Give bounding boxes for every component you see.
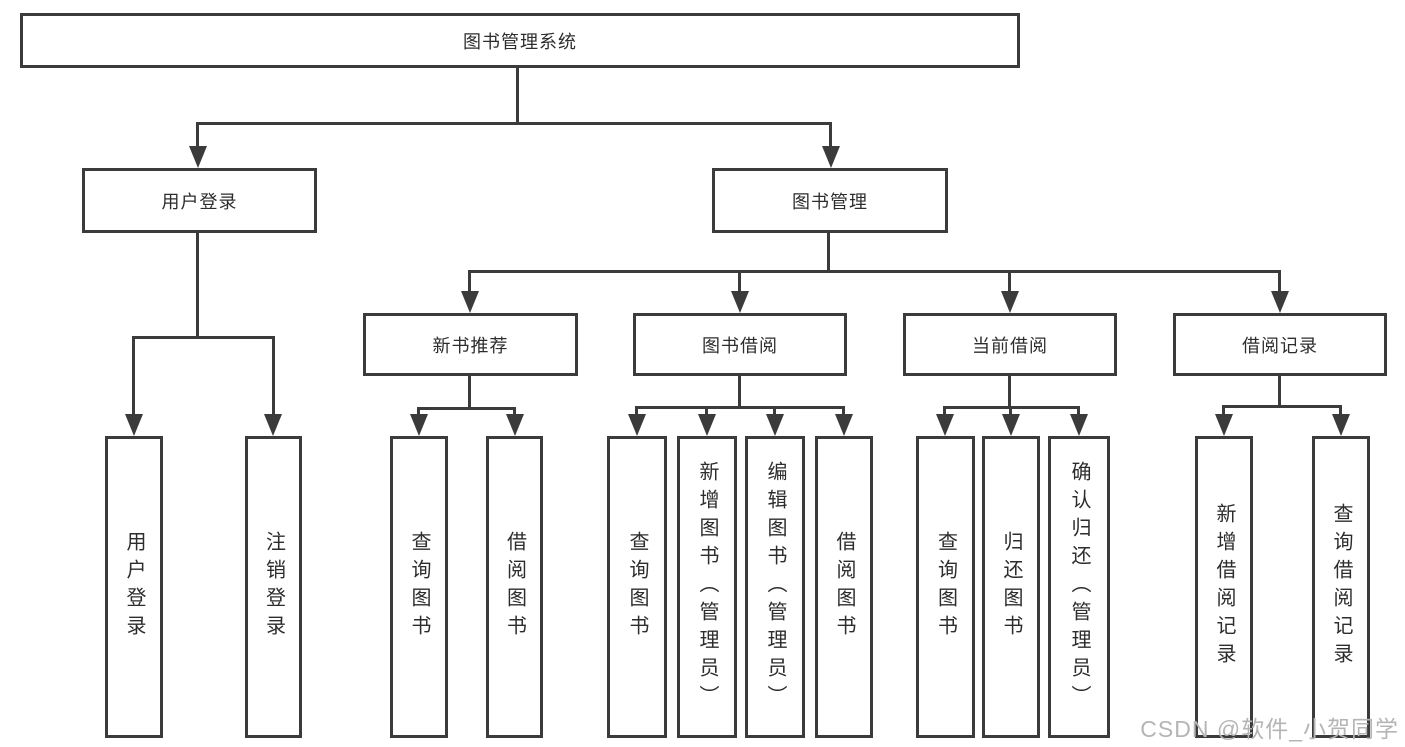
leaf-label: 借阅图书 <box>503 531 526 643</box>
connector-vline <box>827 233 830 273</box>
node-library-management-system: 图书管理系统 <box>20 13 1020 68</box>
node-label: 当前借阅 <box>972 335 1048 356</box>
arrow-down-icon <box>461 291 479 313</box>
leaf-label: 借阅图书 <box>833 531 855 643</box>
connector-vline <box>468 270 471 296</box>
connector-vline <box>196 122 199 152</box>
leaf-label: 查询图书 <box>408 531 430 643</box>
arrow-down-icon <box>410 414 428 436</box>
node-label: 借阅记录 <box>1242 335 1318 356</box>
connector-vline <box>1278 270 1281 296</box>
leaf-query-books-borrowing: 查询图书 <box>607 436 667 738</box>
arrow-down-icon <box>506 414 524 436</box>
node-user-login: 用户登录 <box>82 168 317 233</box>
arrow-down-icon <box>1001 291 1019 313</box>
arrow-down-icon <box>1215 414 1233 436</box>
connector-vline <box>468 376 471 410</box>
connector-vline <box>1222 405 1225 422</box>
node-current-borrowing: 当前借阅 <box>903 313 1117 376</box>
connector-hline <box>196 122 832 125</box>
node-borrowing-records: 借阅记录 <box>1173 313 1387 376</box>
arrow-down-icon <box>189 146 207 168</box>
leaf-label: 确认归还（管理员） <box>1068 461 1090 713</box>
leaf-label: 查询借阅记录 <box>1330 503 1352 671</box>
connector-vline <box>196 233 199 336</box>
arrow-down-icon <box>1332 414 1350 436</box>
leaf-borrow-books-recommendation: 借阅图书 <box>486 436 543 738</box>
leaf-add-books-admin: 新增图书（管理员） <box>677 436 737 738</box>
arrow-down-icon <box>698 414 716 436</box>
arrow-down-icon <box>1002 414 1020 436</box>
node-label: 用户登录 <box>161 191 238 212</box>
leaf-label: 用户登录 <box>123 531 145 643</box>
connector-hline <box>635 406 845 409</box>
arrow-down-icon <box>628 414 646 436</box>
connector-vline <box>272 336 275 418</box>
leaf-label: 查询图书 <box>934 531 957 643</box>
leaf-label: 新增借阅记录 <box>1213 503 1235 671</box>
leaf-label: 新增图书（管理员） <box>696 461 718 713</box>
leaf-return-books: 归还图书 <box>982 436 1040 738</box>
connector-vline <box>132 336 135 418</box>
connector-vline <box>1008 270 1011 296</box>
node-new-book-recommendation: 新书推荐 <box>363 313 578 376</box>
connector-hline <box>132 336 274 339</box>
leaf-label: 查询图书 <box>626 531 648 643</box>
leaf-label: 归还图书 <box>1000 531 1022 643</box>
arrow-down-icon <box>835 414 853 436</box>
connector-vline <box>829 122 832 152</box>
leaf-logout: 注销登录 <box>245 436 302 738</box>
node-label: 图书管理 <box>792 191 868 212</box>
arrow-down-icon <box>731 291 749 313</box>
node-book-borrowing: 图书借阅 <box>633 313 847 376</box>
leaf-query-books-current: 查询图书 <box>916 436 975 738</box>
leaf-edit-books-admin: 编辑图书（管理员） <box>745 436 805 738</box>
leaf-query-borrow-record: 查询借阅记录 <box>1312 436 1370 738</box>
node-label: 图书借阅 <box>702 335 778 356</box>
connector-vline <box>738 376 741 409</box>
leaf-confirm-return-admin: 确认归还（管理员） <box>1048 436 1110 738</box>
leaf-add-borrow-record: 新增借阅记录 <box>1195 436 1253 738</box>
node-label: 新书推荐 <box>432 335 509 356</box>
csdn-watermark: CSDN @软件_小贺同学 <box>1140 716 1399 742</box>
arrow-down-icon <box>125 414 143 436</box>
connector-hline <box>1222 405 1342 408</box>
connector-vline <box>738 270 741 296</box>
arrow-down-icon <box>264 414 282 436</box>
arrow-down-icon <box>766 414 784 436</box>
connector-vline <box>1278 376 1281 408</box>
arrow-down-icon <box>936 414 954 436</box>
connector-hline <box>468 270 1281 273</box>
leaf-label: 注销登录 <box>262 531 285 643</box>
connector-vline <box>1339 405 1342 422</box>
connector-vline <box>516 68 519 125</box>
arrow-down-icon <box>1070 414 1088 436</box>
connector-hline <box>417 407 516 410</box>
leaf-borrow-books: 借阅图书 <box>815 436 873 738</box>
node-book-management: 图书管理 <box>712 168 948 233</box>
connector-vline <box>1008 376 1011 409</box>
leaf-query-books-recommendation: 查询图书 <box>390 436 448 738</box>
arrow-down-icon <box>822 146 840 168</box>
leaf-user-login: 用户登录 <box>105 436 163 738</box>
leaf-label: 编辑图书（管理员） <box>764 461 786 713</box>
node-label: 图书管理系统 <box>463 31 577 52</box>
arrow-down-icon <box>1271 291 1289 313</box>
